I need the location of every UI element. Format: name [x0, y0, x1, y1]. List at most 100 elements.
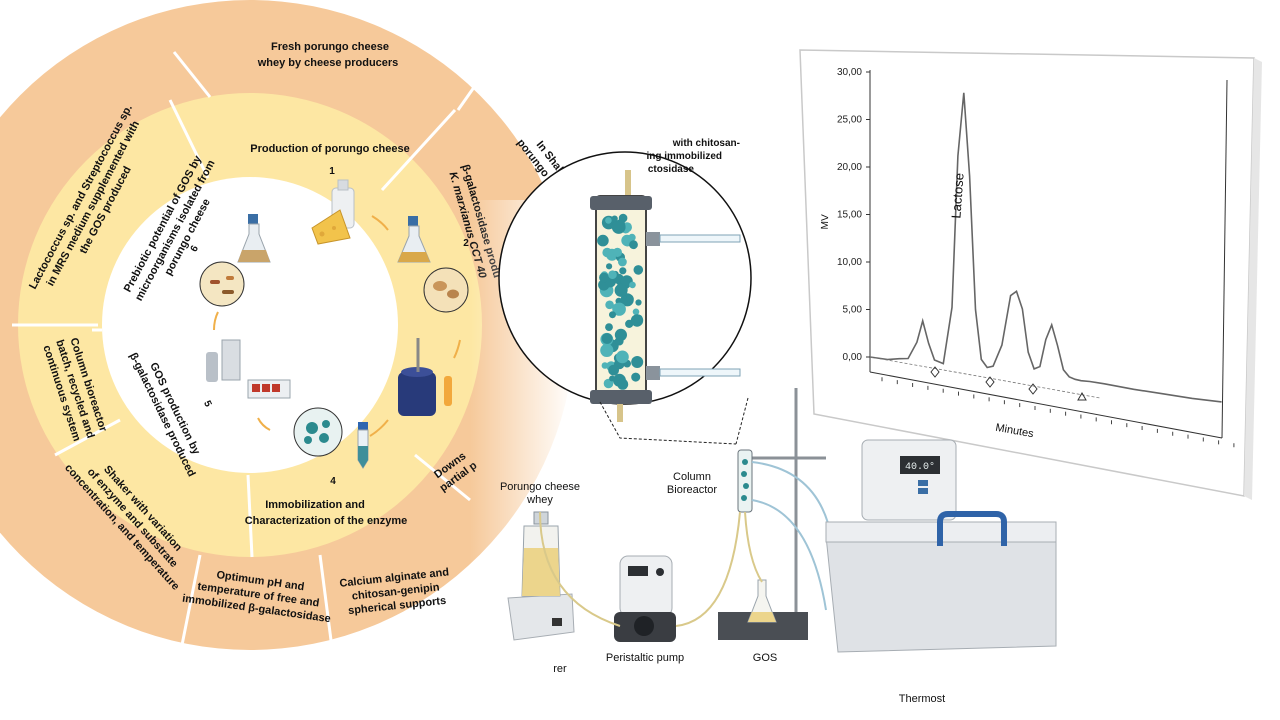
- y-tick-label: 5,00: [843, 305, 863, 316]
- stage-2-number: 2: [463, 238, 469, 249]
- center-disc: [102, 177, 398, 473]
- outer-top-line-2: whey by cheese producers: [257, 57, 399, 69]
- whey-bottle-icon: [521, 511, 561, 597]
- bead: [635, 299, 642, 306]
- column-bioreactor-icon: [737, 449, 753, 513]
- bead: [601, 333, 613, 344]
- stage-4-line-2: Characterization of the enzyme: [245, 515, 408, 527]
- chroma-x-axis: [869, 371, 1223, 439]
- stage-4-line-1: Immobilization and: [265, 499, 365, 511]
- stage-4: 4 Immobilization and Characterization of…: [245, 476, 408, 527]
- stage-4-number: 4: [330, 476, 336, 487]
- column-top-cap: [590, 196, 652, 210]
- jacket-inlet: [659, 234, 741, 243]
- bead: [611, 215, 618, 222]
- chroma-series-line: [869, 92, 1222, 403]
- bead: [614, 328, 628, 341]
- chroma-y-label: MV: [820, 214, 832, 230]
- flask-culture-icon: [237, 214, 271, 263]
- outer-text-top: Fresh porungo cheese whey by cheese prod…: [257, 41, 399, 69]
- column-zoom: with chitosan- ing immobilized ctosidase: [498, 138, 752, 445]
- column-bottom-cap: [590, 390, 652, 404]
- zoom-caption-line-2: ing immobilized: [646, 151, 722, 162]
- stage-1: Production of porungo cheese 1: [250, 143, 410, 177]
- center-illustrations: [199, 179, 469, 469]
- bead: [611, 220, 626, 234]
- whey-label-1: Porungo cheese: [500, 481, 580, 493]
- chroma-baseline: [869, 356, 1101, 399]
- bead: [601, 362, 609, 369]
- chroma-peak-label: Lactose: [948, 172, 966, 218]
- y-tick-label: 15,00: [837, 210, 862, 221]
- bead: [629, 240, 638, 250]
- pump-label: Peristaltic pump: [606, 652, 684, 664]
- stirrer-label: rer: [553, 663, 567, 675]
- beads-icon: [293, 407, 343, 457]
- bead: [609, 311, 616, 319]
- peak-marker-4: [1077, 391, 1087, 401]
- jacket-outlet: [659, 368, 741, 377]
- chroma-right-axis: [1221, 79, 1228, 439]
- y-tick-label: 25,00: [837, 115, 862, 126]
- bead: [600, 343, 614, 357]
- stage-6-number: 6: [189, 243, 202, 253]
- bead: [631, 372, 641, 382]
- peak-marker-3: [1028, 383, 1038, 395]
- bacteria-icon: [199, 261, 245, 307]
- bead: [599, 272, 609, 283]
- bead: [614, 283, 628, 297]
- y-tick-label: 10,00: [837, 257, 862, 268]
- stage-1-title: Production of porungo cheese: [250, 143, 410, 155]
- peak-marker-1: [930, 366, 940, 378]
- stage-5-number: 5: [201, 399, 214, 409]
- stirrer-plate-icon: [507, 593, 575, 641]
- peristaltic-pump-icon: [614, 555, 676, 642]
- whey-label-2: whey: [526, 494, 553, 506]
- experimental-setup: Porungo cheese whey Column Bioreactor Pe…: [500, 388, 1057, 705]
- bead: [597, 234, 609, 247]
- peak-marker-2: [985, 376, 995, 388]
- bead: [631, 356, 644, 368]
- bath-handle: [937, 511, 1007, 546]
- column-label-2: Bioreactor: [667, 484, 717, 496]
- gos-flask-icon: [747, 579, 777, 623]
- y-tick-label: 20,00: [837, 162, 862, 173]
- bead: [605, 300, 614, 310]
- bead: [634, 314, 643, 324]
- thermostat-display: [900, 456, 940, 474]
- bead: [608, 270, 617, 280]
- tubing: [539, 511, 763, 627]
- yeast-cells-icon: [423, 267, 469, 313]
- bead: [605, 323, 613, 331]
- gos-label: GOS: [753, 652, 777, 664]
- bead: [606, 263, 613, 270]
- bead: [616, 350, 629, 364]
- vortex-mixer-icon: [398, 338, 452, 416]
- zoom-caption-line-1: with chitosan-: [672, 138, 740, 149]
- stage-1-number: 1: [329, 166, 335, 177]
- outer-top-line-1: Fresh porungo cheese: [271, 41, 389, 53]
- bead: [632, 308, 640, 316]
- bioreactor-icon: [206, 339, 291, 399]
- bead: [605, 217, 612, 224]
- immobilized-beads: [597, 213, 644, 390]
- flask-icon: [397, 216, 431, 263]
- zoom-leader: [599, 401, 737, 445]
- bead: [612, 247, 623, 257]
- bead: [618, 257, 627, 267]
- bead: [625, 294, 634, 303]
- ring-separators: [12, 51, 498, 649]
- thermostat-label: Thermost: [899, 693, 945, 705]
- thermostat-reading: 40.0°: [905, 461, 935, 473]
- bead: [629, 281, 636, 289]
- tube-icon: [357, 422, 369, 469]
- ring-stand-icon: [718, 388, 826, 640]
- y-tick-label: 30,00: [837, 67, 862, 78]
- bead: [633, 265, 644, 275]
- bead: [612, 302, 626, 316]
- cycle-arrows: [213, 215, 461, 437]
- bead: [608, 364, 619, 376]
